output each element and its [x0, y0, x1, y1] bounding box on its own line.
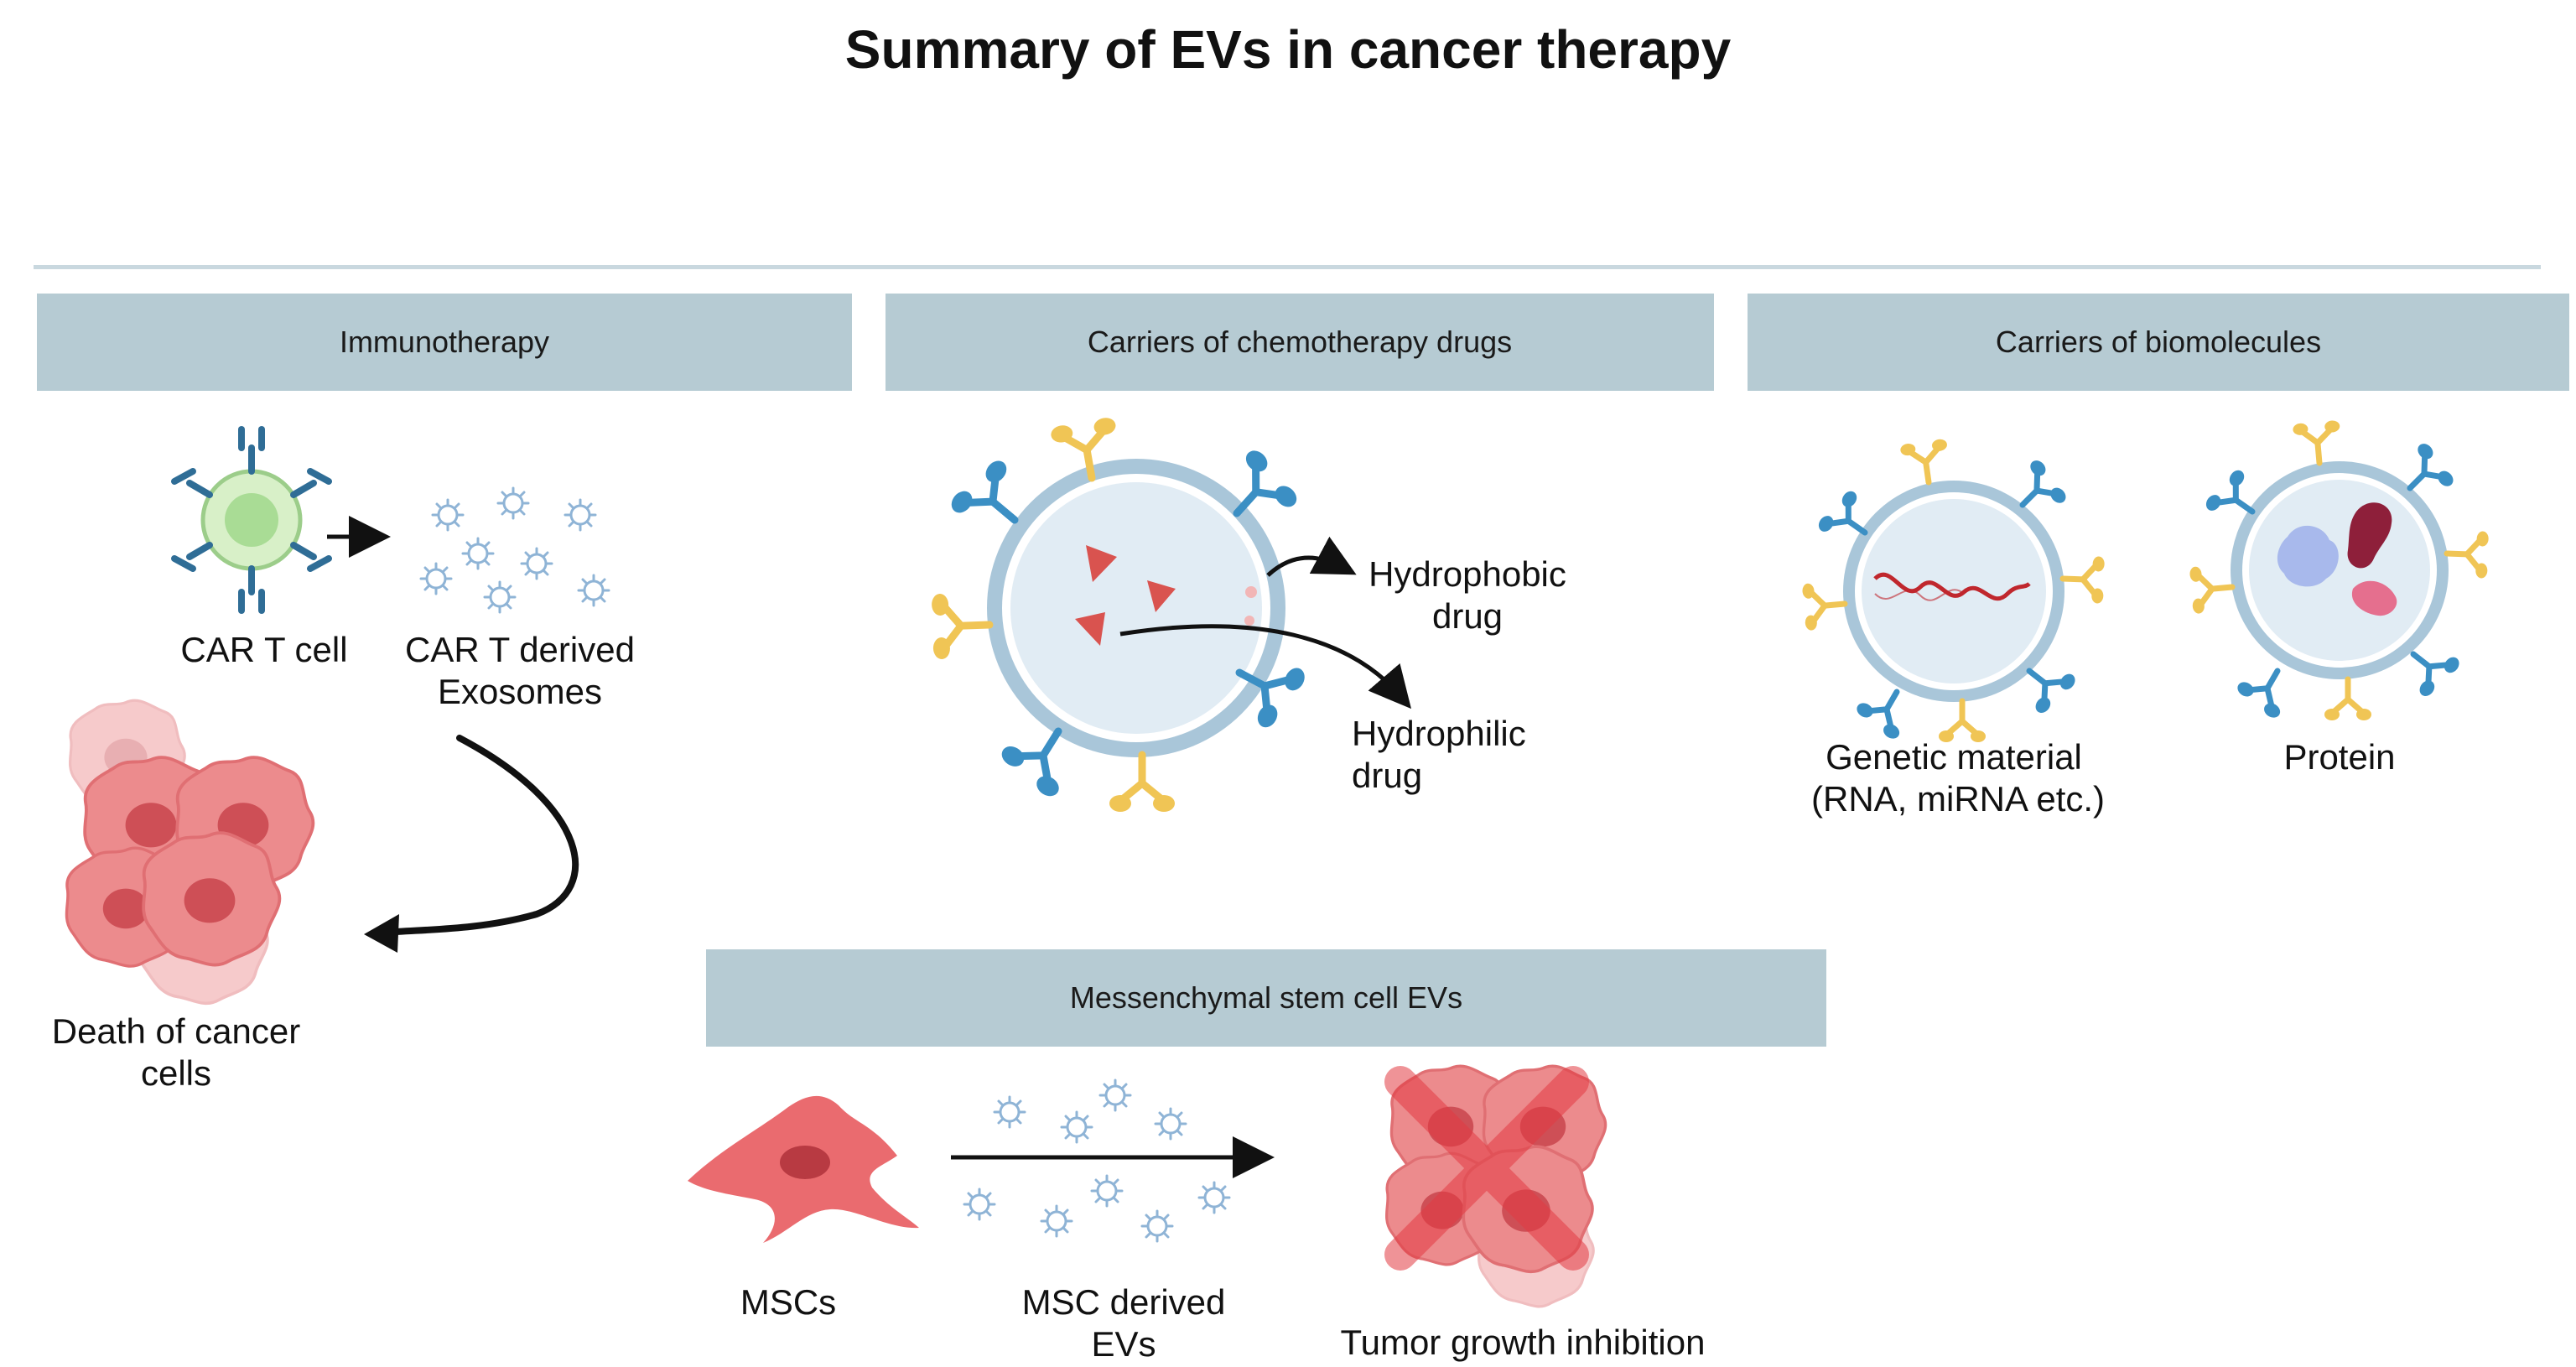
page-title: Summary of EVs in cancer therapy — [844, 19, 1732, 80]
section-msc-label: Messenchymal stem cell EVs — [1069, 980, 1463, 1015]
car-t-cell-label: CAR T cell — [180, 630, 348, 669]
msc-evs-icon — [963, 1079, 1231, 1243]
protein-label: Protein — [2283, 737, 2396, 777]
section-immunotherapy: Immunotherapy — [37, 294, 852, 391]
drug-carrier-ev-icon — [932, 416, 1309, 812]
cancer-cells-icon — [65, 699, 315, 1006]
curved-arrow — [382, 735, 579, 936]
car-t-cell-icon — [171, 426, 332, 614]
section-chemotherapy-label: Carriers of chemotherapy drugs — [1087, 325, 1513, 359]
section-immunotherapy-label: Immunotherapy — [339, 325, 550, 359]
protein-ev-icon — [2189, 420, 2489, 720]
section-biomolecule-label: Carriers of biomolecules — [1995, 325, 2322, 359]
tumor-inhibition-label: Tumor growth inhibition — [1340, 1323, 1706, 1362]
section-chemotherapy-carriers: Carriers of chemotherapy drugs — [886, 294, 1714, 391]
genetic-material-ev-icon — [1802, 439, 2105, 742]
genetic-material-label: Genetic material(RNA, miRNA etc.) — [1811, 737, 2106, 819]
section-biomolecule-carriers: Carriers of biomolecules — [1748, 294, 2569, 391]
tumor-inhibited-icon — [1384, 1064, 1607, 1308]
divider — [34, 265, 2541, 269]
hydrophobic-arrow — [1266, 536, 1357, 577]
section-msc-evs: Messenchymal stem cell EVs — [706, 949, 1826, 1047]
car-t-exosomes-icon — [419, 486, 610, 614]
hydrophilic-arrow — [1119, 624, 1412, 709]
mscs-label: MSCs — [740, 1282, 837, 1322]
msc-cell-icon — [688, 1095, 919, 1243]
